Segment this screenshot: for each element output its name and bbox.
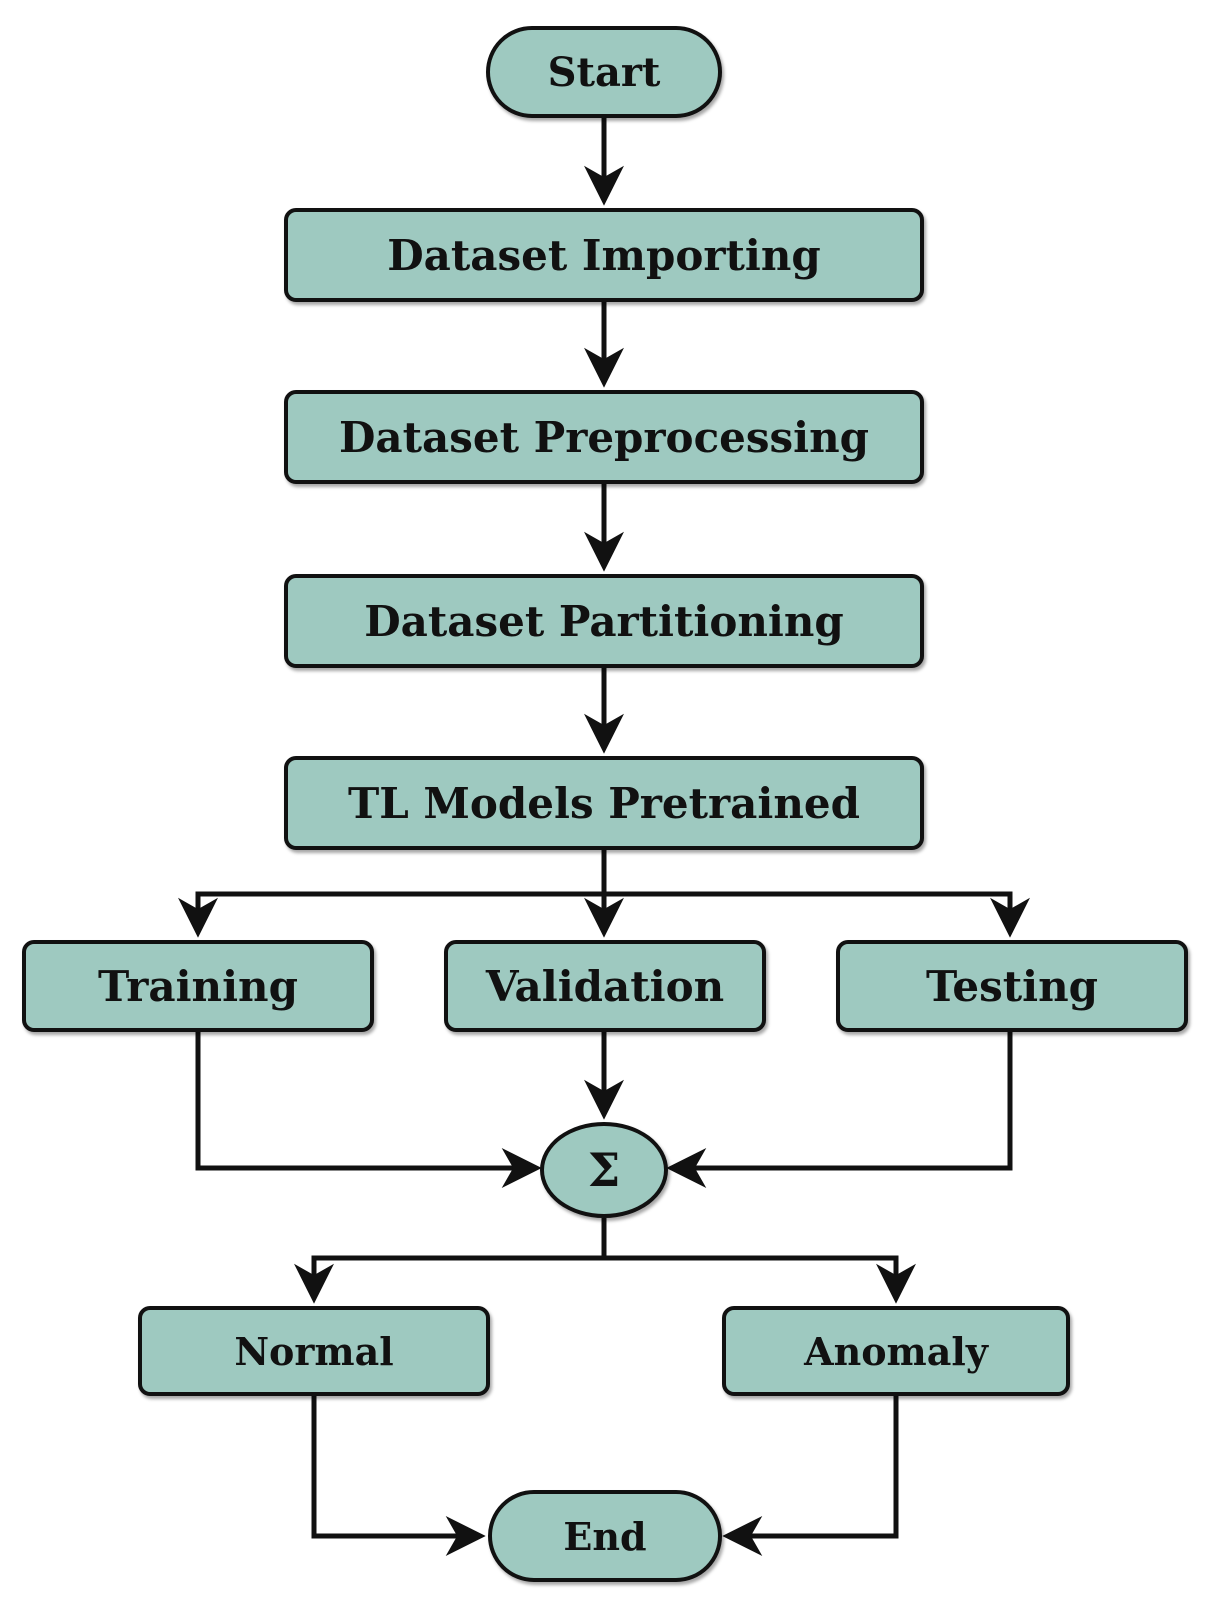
sigma-symbol: Σ [587,1143,621,1197]
validation-label: Validation [485,961,725,1011]
tl-models-pretrained-node: TL Models Pretrained [284,756,924,850]
normal-label: Normal [234,1328,394,1374]
tl-models-pretrained-label: TL Models Pretrained [348,778,860,828]
dataset-partitioning-label: Dataset Partitioning [364,596,844,646]
sum-node: Σ [540,1122,668,1218]
edge-pretrained-training [178,891,604,938]
dataset-preprocessing-label: Dataset Preprocessing [338,412,870,462]
testing-node: Testing [836,940,1188,1032]
edge-anomaly-end [722,1396,899,1556]
start-label: Start [547,48,661,96]
dataset-importing-label: Dataset Importing [387,230,821,280]
end-label: End [563,1513,647,1559]
edge-pretrained-testing [604,891,1030,938]
edge-normal-end [311,1396,486,1556]
edge-testing-sum [666,1032,1013,1188]
training-node: Training [22,940,374,1032]
anomaly-node: Anomaly [722,1306,1070,1396]
anomaly-label: Anomaly [804,1328,988,1374]
dataset-preprocessing-node: Dataset Preprocessing [284,390,924,484]
dataset-importing-node: Dataset Importing [284,208,924,302]
end-node: End [488,1490,722,1582]
training-label: Training [98,961,298,1011]
normal-node: Normal [138,1306,490,1396]
start-node: Start [486,26,722,118]
testing-label: Testing [925,961,1099,1011]
edge-sum-anomaly [604,1255,916,1304]
validation-node: Validation [444,940,766,1032]
edge-sum-normal [294,1218,607,1304]
dataset-partitioning-node: Dataset Partitioning [284,574,924,668]
edge-training-sum [195,1032,542,1188]
